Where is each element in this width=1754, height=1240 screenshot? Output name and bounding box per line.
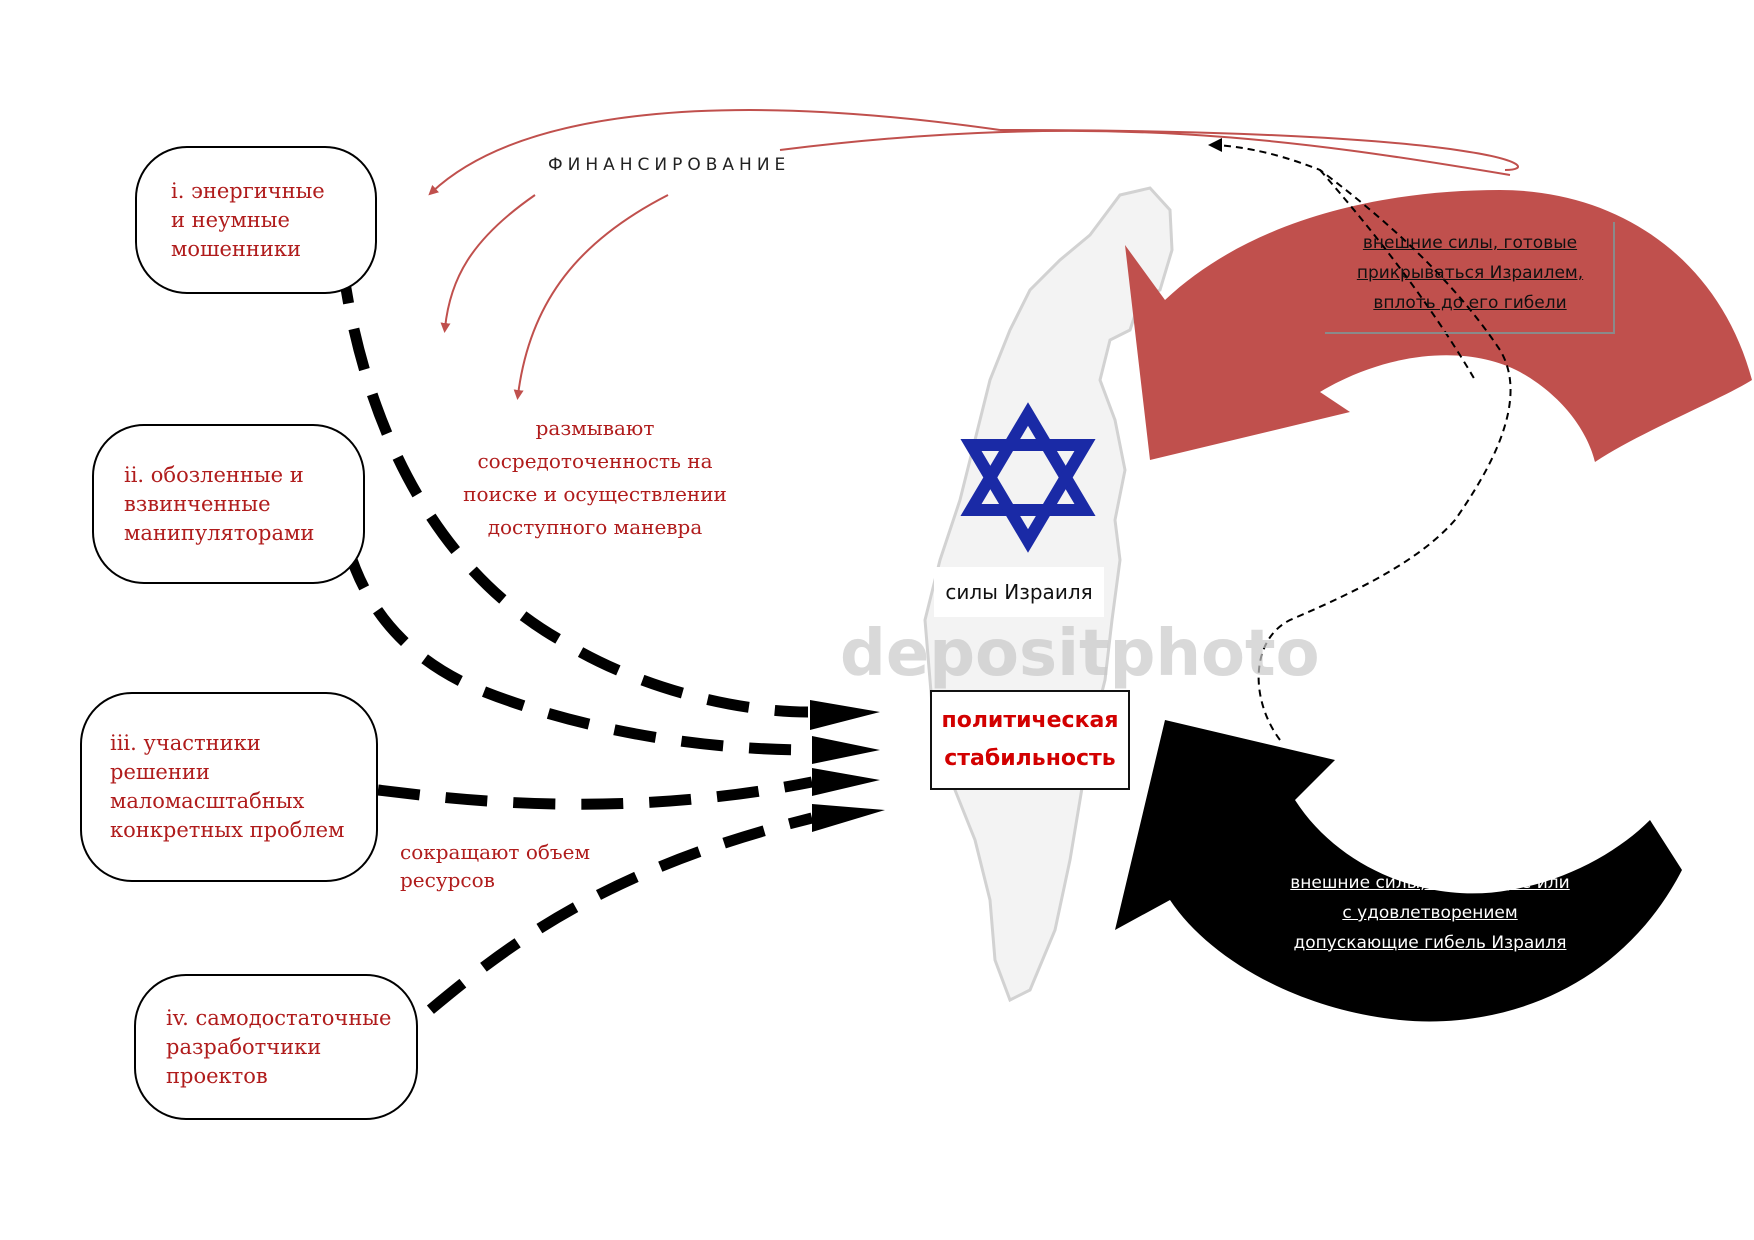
actor-box-ii: ii. обозленные и взвинченные манипулятор… xyxy=(92,424,365,584)
actor-box-iv: iv. самодостаточные разработчики проекто… xyxy=(134,974,418,1120)
watermark: depositphoto xyxy=(840,617,1320,691)
actor-label-i: i. энергичные и неумные мошенники xyxy=(171,178,325,261)
actor-label-iv: iv. самодостаточные разработчики проекто… xyxy=(166,1005,392,1088)
black-arc-arrow xyxy=(1115,720,1682,1022)
political-stability-box: политическая стабильность xyxy=(930,690,1130,790)
israel-forces-label: силы Израиля xyxy=(934,567,1104,617)
external-red-label: внешние силы, готовые прикрываться Израи… xyxy=(1356,233,1584,313)
flow-iii-arrowhead xyxy=(812,768,880,796)
flow-i-arrowhead xyxy=(810,700,880,730)
funding-arrow-bottom xyxy=(513,194,669,400)
dashed-return-upper xyxy=(1319,169,1476,381)
flow-ii-arrowhead xyxy=(812,736,880,764)
flow-iii xyxy=(377,776,814,810)
funding-arrow-middle xyxy=(440,194,536,333)
dashed-return-arrowhead xyxy=(1208,138,1222,152)
flow-ii xyxy=(332,481,813,756)
actor-label-ii: ii. обозленные и взвинченные манипулятор… xyxy=(124,462,315,545)
funding-arrow-top xyxy=(432,109,1519,192)
red-arc-arrow xyxy=(1125,190,1752,462)
actor-label-iii: iii. участники решении маломасштабных ко… xyxy=(110,731,345,842)
note-reduce: сокращают объем ресурсов xyxy=(400,840,591,892)
actor-box-iii: iii. участники решении маломасштабных ко… xyxy=(80,692,378,882)
external-red-frame xyxy=(1325,222,1615,334)
flow-i xyxy=(336,261,809,718)
star-of-david-icon xyxy=(960,402,1096,553)
note-dilute: размывают сосредоточенность на поиске и … xyxy=(463,416,727,539)
actor-box-i: i. энергичные и неумные мошенники xyxy=(135,146,377,294)
funding-line-upper xyxy=(779,129,1511,176)
flow-iv-arrowhead xyxy=(812,804,885,832)
funding-label: ФИНАНСИРОВАНИЕ xyxy=(548,155,791,175)
external-black-label: внешние силы, жаждущие или с удовлетворе… xyxy=(1290,873,1570,953)
